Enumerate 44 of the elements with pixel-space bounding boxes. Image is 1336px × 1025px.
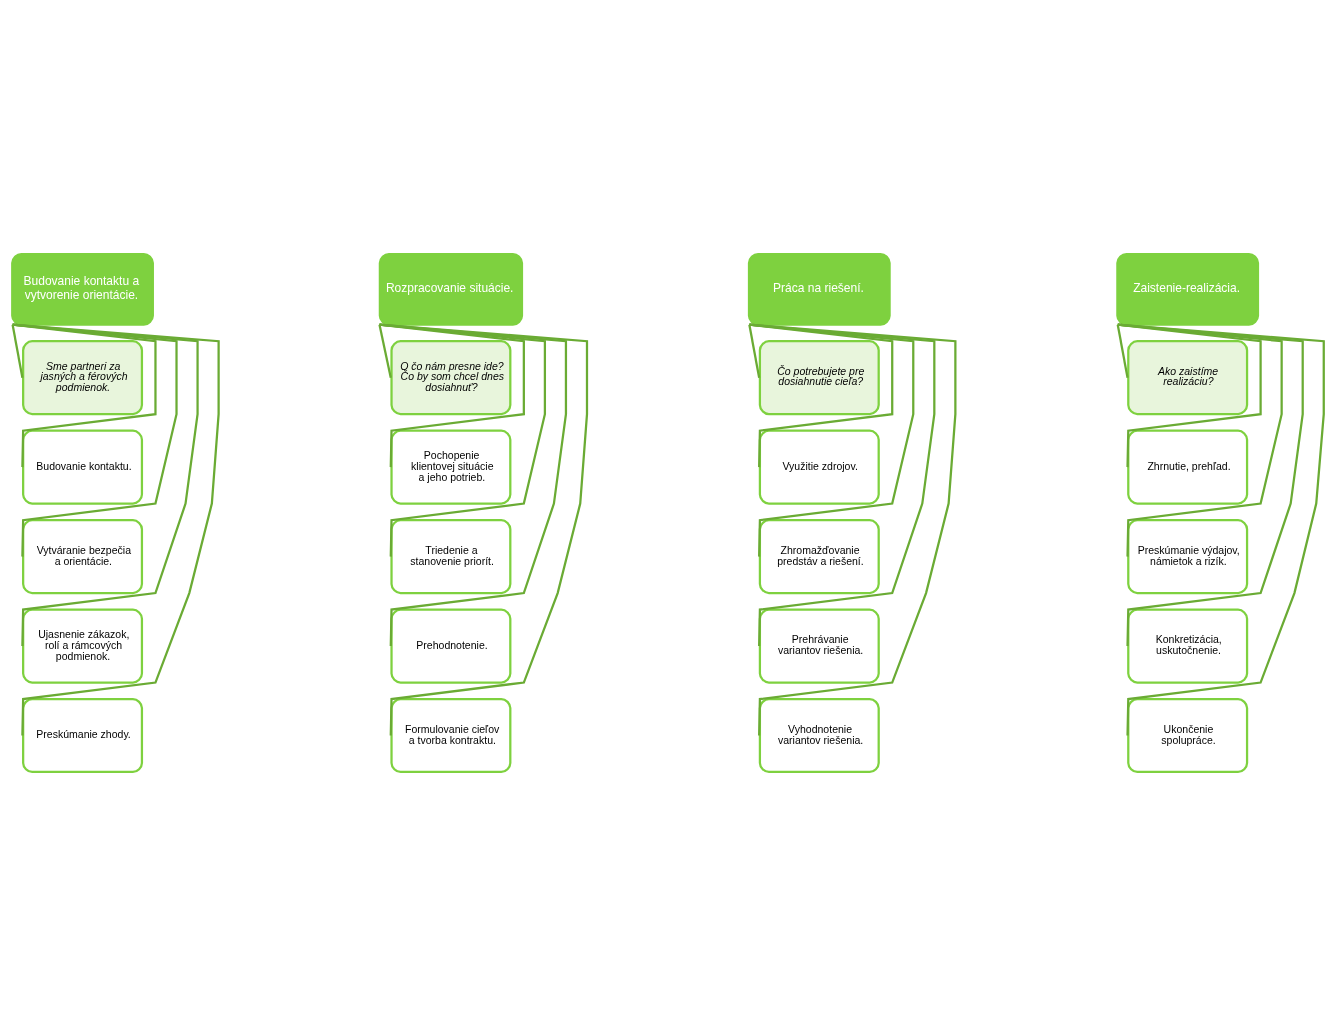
node-box: Konkretizácia, uskutočnenie. — [1127, 608, 1249, 684]
node-box: O čo nám presne ide? Čo by som chcel dnes dosiahnuť? — [390, 339, 512, 415]
node-box: Rozpracovanie situácie. — [378, 252, 524, 326]
connector — [748, 323, 761, 378]
connector — [749, 323, 936, 646]
connector — [1117, 323, 1262, 467]
node-box: Vytváranie bezpečia a orientácie. — [22, 518, 144, 594]
node-box: Zhromažďovanie predstáv a riešení. — [758, 518, 880, 594]
node-box: Pochopenie klientovej situácie a jeho potrieb. — [390, 429, 512, 505]
node-box: Ujasnenie zákazok, rolí a rámcových podmienok. — [22, 608, 144, 684]
connector — [379, 323, 589, 736]
node-box: Formulovanie cieľov a tvorba kontraktu. — [390, 697, 512, 773]
node-box: Čo potrebujete pre dosiahnutie cieľa? — [758, 339, 880, 415]
node-box: Triedenie a stanovenie priorít. — [390, 518, 512, 594]
connector — [378, 323, 392, 378]
connector — [379, 323, 546, 557]
node-box: Práca na riešení. — [747, 252, 891, 326]
connector — [12, 323, 178, 557]
node-box: Budovanie kontaktu a vytvorenie orientácie. — [11, 252, 154, 326]
connector — [1117, 323, 1283, 557]
connector — [1117, 323, 1325, 736]
node-box: Zaistenie-realizácia. — [1116, 252, 1260, 326]
node-box: Využitie zdrojov. — [758, 429, 880, 505]
node-box: Preskúmanie výdajov, námietok a rizík. — [1127, 518, 1249, 594]
node-box: Sme partneri za jasných a férových podmienok. — [22, 339, 144, 415]
connector — [379, 323, 525, 467]
connector — [749, 323, 894, 467]
node-box: Vyhodnotenie variantov riešenia. — [758, 697, 880, 773]
node-box: Prehrávanie variantov riešenia. — [758, 608, 880, 684]
connector — [749, 323, 957, 736]
node-box: Ukončenie spolupráce. — [1127, 697, 1249, 773]
connector — [11, 323, 24, 378]
connector — [1117, 323, 1304, 646]
node-box: Prehodnotenie. — [390, 608, 512, 684]
connector — [12, 323, 157, 467]
node-box: Ako zaistíme realizáciu? — [1127, 339, 1249, 415]
connector — [379, 323, 568, 646]
node-box: Zhrnutie, prehľad. — [1127, 429, 1249, 505]
connector — [12, 323, 220, 736]
connector — [1116, 323, 1129, 378]
node-box: Budovanie kontaktu. — [22, 429, 144, 505]
connector — [12, 323, 199, 646]
node-box: Preskúmanie zhody. — [22, 697, 144, 773]
connector — [749, 323, 915, 557]
